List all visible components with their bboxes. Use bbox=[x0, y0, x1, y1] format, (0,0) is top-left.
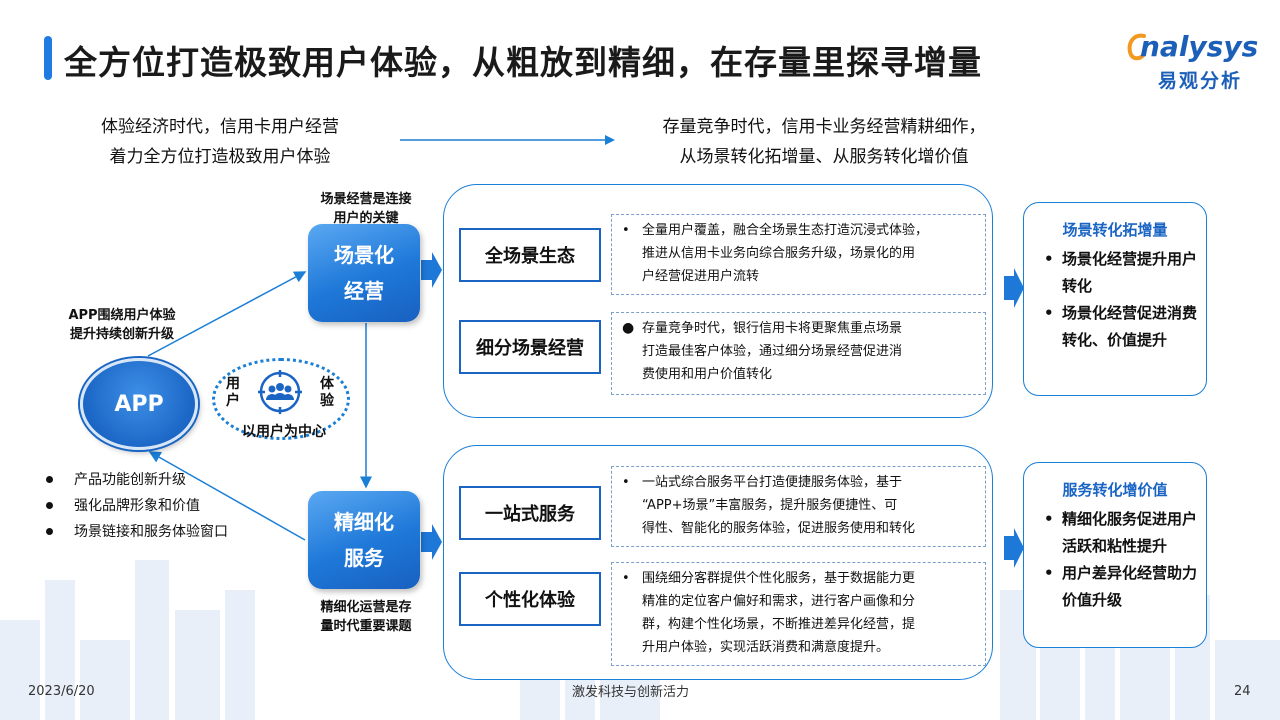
scene-result-title: 场景转化拓增量 bbox=[1062, 221, 1168, 239]
tag-all-scene-ecosystem: 全场景生态 bbox=[459, 228, 601, 282]
desc-line: “APP+场景”丰富服务，提升服务便捷性、可 bbox=[642, 498, 898, 513]
desc-line: 费使用和用户价值转化 bbox=[642, 367, 773, 382]
footer-slogan: 激发科技与创新活力 bbox=[572, 685, 690, 700]
service-ops-line-2: 服务 bbox=[344, 546, 384, 570]
bullet-dot: • bbox=[622, 475, 630, 490]
intro-right: 存量竞争时代，信用卡业务经营精耕细作， 从场景转化拓增量、从服务转化增价值 bbox=[614, 112, 1034, 172]
intro-right-line-2: 从场景转化拓增量、从服务转化增价值 bbox=[679, 147, 969, 167]
desc-line: 一站式综合服务平台打造便捷服务体验，基于 bbox=[642, 475, 903, 490]
desc-line: 升用户体验，实现活跃消费和满意度提升。 bbox=[642, 640, 890, 655]
desc-segment-scene-ops: ● 存量竞争时代，银行信用卡将更聚焦重点场景 打造最佳客户体验，通过细分场景经营… bbox=[611, 312, 986, 395]
service-caption-line-1: 精细化运营是存 bbox=[320, 600, 412, 615]
service-result-title: 服务转化增价值 bbox=[1062, 481, 1168, 499]
desc-all-scene-ecosystem: • 全量用户覆盖，融合全场景生态打造沉浸式体验， 推进从信用卡业务向综合服务升级… bbox=[611, 214, 986, 295]
bullet-dot: • bbox=[622, 571, 630, 586]
intro-left-line-1: 体验经济时代，信用卡用户经营 bbox=[101, 117, 339, 137]
user-ring-left-1: 用 bbox=[226, 376, 240, 392]
user-ring-left-text: 用 户 bbox=[226, 376, 240, 410]
scene-ops-line-2: 经营 bbox=[344, 279, 384, 303]
scene-caption-line-1: 场景经营是连接 bbox=[320, 192, 412, 207]
app-circle: APP bbox=[80, 358, 198, 450]
app-label: APP bbox=[114, 391, 164, 417]
result-item: 精细化服务促进用户活跃和粘性提升 bbox=[1024, 506, 1206, 560]
app-bullet-item: 场景链接和服务体验窗口 bbox=[42, 519, 228, 545]
logo-text-cn: 易观分析 bbox=[1158, 70, 1243, 92]
user-ring-right-1: 体 bbox=[320, 376, 334, 392]
bullet-dot: ● bbox=[622, 320, 635, 336]
desc-line: 全量用户覆盖，融合全场景生态打造沉浸式体验， bbox=[642, 223, 929, 238]
desc-personalized-experience: • 围绕细分客群提供个性化服务，基于数据能力更 精准的定位客户偏好和需求，进行客… bbox=[611, 562, 986, 666]
user-center-ring bbox=[212, 358, 350, 440]
title-accent-bar bbox=[44, 36, 52, 80]
desc-line: 存量竞争时代，银行信用卡将更聚焦重点场景 bbox=[642, 321, 903, 336]
user-ring-right-2: 验 bbox=[320, 393, 334, 409]
app-caption-line-1: APP围绕用户体验 bbox=[68, 308, 176, 323]
app-bullet-item: 强化品牌形象和价值 bbox=[42, 493, 228, 519]
page-number: 24 bbox=[1234, 684, 1251, 699]
desc-line: 得性、智能化的服务体验，促进服务使用和转化 bbox=[642, 521, 916, 536]
tag-segment-scene-ops: 细分场景经营 bbox=[459, 320, 601, 374]
footer-date: 2023/6/20 bbox=[28, 684, 95, 699]
result-item: 场景化经营提升用户转化 bbox=[1024, 246, 1206, 300]
user-ring-right-text: 体 验 bbox=[320, 376, 334, 410]
desc-line: 推进从信用卡业务向综合服务升级，场景化的用 bbox=[642, 246, 916, 261]
users-target-icon bbox=[258, 370, 302, 414]
service-caption: 精细化运营是存 量时代重要课题 bbox=[298, 598, 434, 636]
logo-text-en: nalysys bbox=[1140, 30, 1259, 63]
app-bullet-list: 产品功能创新升级 强化品牌形象和价值 场景链接和服务体验窗口 bbox=[42, 467, 228, 545]
skyline-background bbox=[0, 560, 1280, 720]
scene-ops-line-1: 场景化 bbox=[334, 243, 394, 267]
app-caption: APP围绕用户体验 提升持续创新升级 bbox=[52, 306, 192, 344]
service-result-list: 精细化服务促进用户活跃和粘性提升 用户差异化经营助力价值升级 bbox=[1024, 506, 1206, 614]
desc-line: 群，构建个性化场景，不断推进差异化经营，提 bbox=[642, 617, 916, 632]
desc-one-stop-service: • 一站式综合服务平台打造便捷服务体验，基于 “APP+场景”丰富服务，提升服务… bbox=[611, 466, 986, 547]
result-item: 场景化经营促进消费转化、价值提升 bbox=[1024, 300, 1206, 354]
desc-line: 围绕细分客群提供个性化服务，基于数据能力更 bbox=[642, 571, 916, 586]
bullet-dot: • bbox=[622, 223, 630, 238]
service-result-box: 服务转化增价值 精细化服务促进用户活跃和粘性提升 用户差异化经营助力价值升级 bbox=[1023, 462, 1207, 648]
service-ops-line-1: 精细化 bbox=[334, 510, 394, 534]
intro-right-line-1: 存量竞争时代，信用卡业务经营精耕细作， bbox=[662, 117, 986, 137]
intro-arrow-icon bbox=[400, 135, 615, 145]
intro-left-line-2: 着力全方位打造极致用户体验 bbox=[109, 147, 331, 167]
scene-result-list: 场景化经营提升用户转化 场景化经营促进消费转化、价值提升 bbox=[1024, 246, 1206, 354]
desc-line: 户经营促进用户流转 bbox=[642, 269, 760, 284]
scene-caption-line-2: 用户的关键 bbox=[333, 211, 399, 226]
intro-left: 体验经济时代，信用卡用户经营 着力全方位打造极致用户体验 bbox=[60, 112, 380, 172]
desc-line: 精准的定位客户偏好和需求，进行客户画像和分 bbox=[642, 594, 916, 609]
desc-line: 打造最佳客户体验，通过细分场景经营促进消 bbox=[642, 344, 903, 359]
scene-ops-box: 场景化 经营 bbox=[308, 224, 420, 322]
user-ring-left-2: 户 bbox=[226, 393, 240, 409]
user-ring-center-text: 以用户为中心 bbox=[242, 424, 326, 440]
scene-result-box: 场景转化拓增量 场景化经营提升用户转化 场景化经营促进消费转化、价值提升 bbox=[1023, 202, 1207, 396]
tag-personalized-experience: 个性化体验 bbox=[459, 572, 601, 626]
result-item: 用户差异化经营助力价值升级 bbox=[1024, 560, 1206, 614]
tag-one-stop-service: 一站式服务 bbox=[459, 486, 601, 540]
analysys-logo: nalysys 易观分析 bbox=[1127, 30, 1262, 94]
service-caption-line-2: 量时代重要课题 bbox=[320, 619, 412, 634]
service-ops-box: 精细化 服务 bbox=[308, 491, 420, 589]
a-swoosh-icon bbox=[1127, 33, 1146, 61]
page-title: 全方位打造极致用户体验，从粗放到精细，在存量里探寻增量 bbox=[64, 43, 982, 82]
scene-caption: 场景经营是连接 用户的关键 bbox=[298, 190, 434, 228]
app-caption-line-2: 提升持续创新升级 bbox=[69, 327, 174, 342]
app-bullet-item: 产品功能创新升级 bbox=[42, 467, 228, 493]
